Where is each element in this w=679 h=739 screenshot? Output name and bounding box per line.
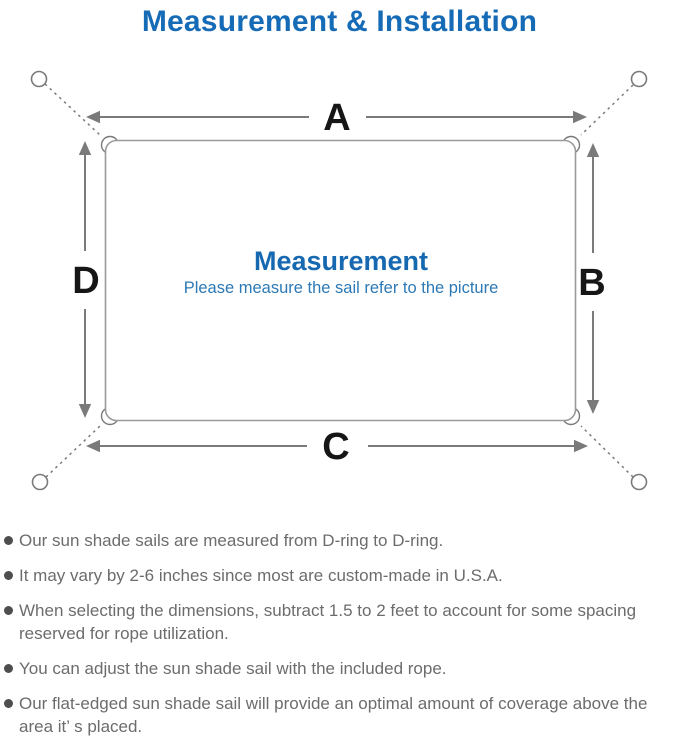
note-item: It may vary by 2-6 inches since most are… (3, 564, 671, 587)
page-title: Measurement & Installation (141, 5, 538, 38)
rope-dash-top-left (44, 83, 101, 136)
dim-label-right: B (578, 262, 605, 304)
notes-list: Our sun shade sails are measured from D-… (0, 529, 679, 739)
bullet-icon (3, 536, 13, 545)
note-text: You can adjust the sun shade sail with t… (19, 659, 447, 678)
note-text: It may vary by 2-6 inches since most are… (19, 566, 503, 585)
rope-dash-bottom-left (45, 425, 101, 478)
dim-label-bottom: C (322, 426, 349, 468)
anchor-ring-top-left-icon (30, 70, 48, 88)
note-text: When selecting the dimensions, subtract … (19, 601, 637, 643)
note-text: Our sun shade sails are measured from D-… (19, 531, 444, 550)
diagram-center-title: Measurement (254, 246, 428, 276)
bullet-icon (3, 664, 13, 673)
note-item: You can adjust the sun shade sail with t… (3, 657, 671, 680)
sail-rectangle (104, 139, 577, 422)
rope-dash-bottom-right (580, 425, 634, 478)
diagram-center-subtitle: Please measure the sail refer to the pic… (184, 279, 499, 297)
note-text: Our flat-edged sun shade sail will provi… (19, 694, 648, 736)
anchor-ring-top-right-icon (630, 70, 648, 88)
dim-label-left: D (72, 260, 99, 302)
bullet-icon (3, 606, 13, 615)
note-item: When selecting the dimensions, subtract … (3, 599, 671, 645)
dim-label-top: A (323, 97, 350, 139)
anchor-ring-bottom-right-icon (630, 473, 648, 491)
dim-arrow-left (78, 141, 92, 418)
dim-arrow-top (86, 110, 587, 124)
dim-arrow-right (586, 143, 600, 414)
note-item: Our flat-edged sun shade sail will provi… (3, 692, 671, 738)
rope-dash-top-right (580, 84, 634, 136)
measurement-diagram: A C D B Measurement Please measure the s… (30, 70, 648, 491)
bullet-icon (3, 699, 13, 708)
bullet-icon (3, 571, 13, 580)
note-item: Our sun shade sails are measured from D-… (3, 529, 671, 552)
anchor-ring-bottom-left-icon (31, 473, 49, 491)
dim-arrow-bottom (86, 439, 588, 453)
